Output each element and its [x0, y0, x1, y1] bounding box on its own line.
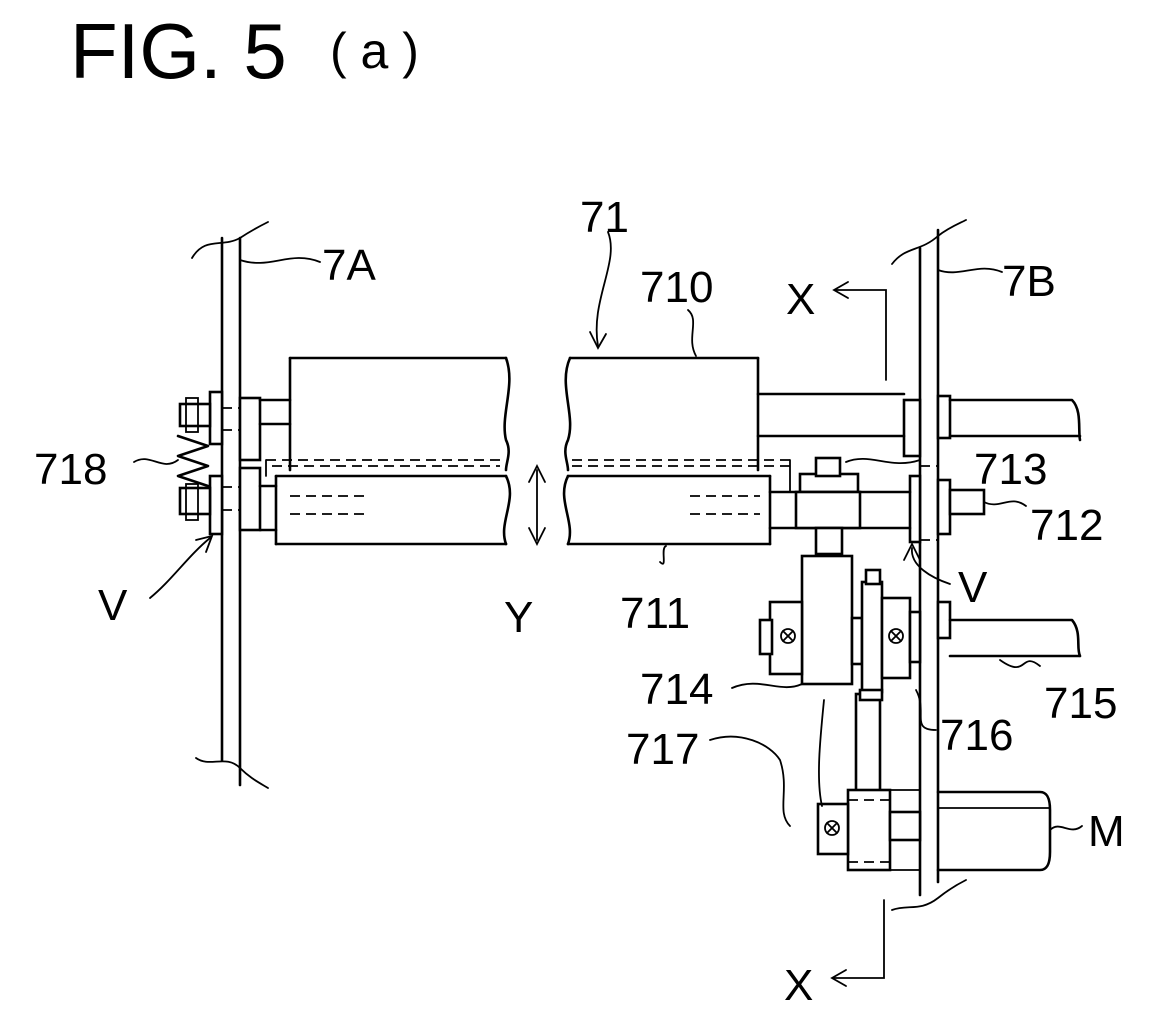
label-716: 716: [940, 711, 1013, 760]
label-713: 713: [974, 445, 1047, 494]
detail-arrow-right: [904, 544, 950, 584]
figure-title: FIG. 5: [70, 7, 287, 95]
label-71: 71: [580, 193, 629, 242]
label-710: 710: [640, 263, 713, 312]
detail-arrow-left: [150, 536, 212, 598]
label-712: 712: [1030, 501, 1103, 550]
motor-m: [938, 792, 1050, 870]
upper-roller-710: [260, 358, 1080, 470]
drive-shaft-715: [950, 620, 1080, 656]
bracket-714: [760, 556, 862, 684]
spring-718: [178, 436, 208, 486]
label-718: 718: [34, 445, 107, 494]
link-arm-717: [818, 690, 920, 870]
figure-subtitle: ( a ): [330, 23, 419, 79]
side-plate-7b: [892, 220, 966, 910]
link-716: [862, 570, 920, 692]
label-v-right: V: [958, 563, 988, 612]
section-arrow-top: [834, 282, 886, 380]
label-7b: 7B: [1002, 257, 1056, 306]
label-v-left: V: [98, 581, 128, 630]
label-714: 714: [640, 665, 713, 714]
label-x-bottom: X: [784, 961, 813, 1010]
label-717: 717: [626, 725, 699, 774]
section-arrow-bottom: [832, 900, 884, 986]
assembly-arrow-71: [590, 232, 611, 348]
bolt-713: [796, 458, 860, 554]
label-y: Y: [504, 593, 533, 642]
label-x-top: X: [786, 275, 815, 324]
label-711: 711: [620, 589, 690, 638]
left-bearings: [180, 392, 260, 534]
label-m: M: [1088, 807, 1125, 856]
direction-arrow-y: [529, 466, 545, 544]
label-715: 715: [1044, 679, 1117, 728]
label-7a: 7A: [322, 241, 376, 290]
